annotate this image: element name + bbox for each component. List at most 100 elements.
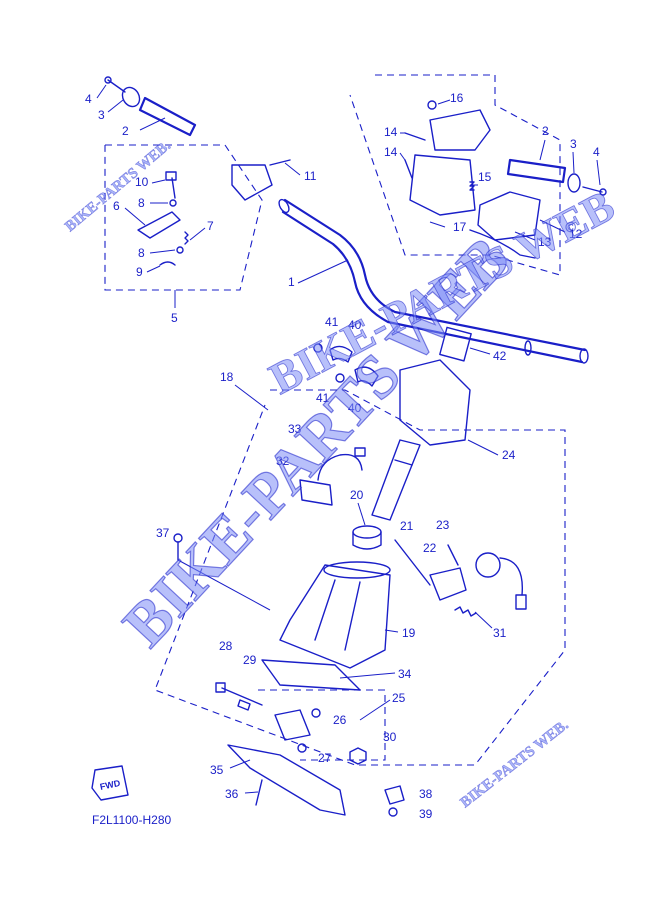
screw-11 bbox=[269, 159, 291, 166]
spring-7 bbox=[184, 231, 189, 245]
callout-26: 26 bbox=[333, 713, 347, 727]
callout-30: 30 bbox=[383, 730, 397, 744]
callout-19: 19 bbox=[402, 626, 416, 640]
leader-12 bbox=[539, 219, 566, 233]
gasket-34 bbox=[261, 659, 361, 691]
callout-28: 28 bbox=[219, 639, 233, 653]
callout-14-upper: 14 bbox=[384, 125, 398, 139]
bolt-head-10 bbox=[165, 171, 177, 181]
callout-6: 6 bbox=[113, 199, 120, 213]
cover-13 bbox=[477, 191, 541, 241]
leader-35 bbox=[229, 759, 251, 769]
housing-top bbox=[323, 561, 391, 579]
fwd-label: FWD bbox=[99, 778, 122, 792]
bolt-41-lower bbox=[335, 373, 345, 383]
bolt-14-upper bbox=[404, 132, 426, 141]
washer-8-top bbox=[169, 199, 177, 207]
callout-4-right: 4 bbox=[593, 145, 600, 159]
bolt-28 bbox=[221, 687, 263, 706]
leader-13 bbox=[514, 231, 536, 241]
leader-16 bbox=[437, 99, 451, 105]
callout-23: 23 bbox=[436, 518, 450, 532]
leader-37 bbox=[177, 559, 271, 611]
grip-end-3-right bbox=[567, 173, 581, 193]
handlebar-upper-edge bbox=[283, 198, 587, 352]
group-outlines bbox=[104, 74, 566, 766]
sensor-31-assembly bbox=[394, 539, 527, 617]
screw-23 bbox=[447, 544, 459, 566]
sensor-31-wire bbox=[499, 557, 524, 596]
callout-21: 21 bbox=[400, 519, 414, 533]
nut-26 bbox=[311, 708, 321, 718]
callout-15: 15 bbox=[478, 170, 492, 184]
group-outline-12 bbox=[349, 74, 561, 276]
leader-36 bbox=[244, 791, 259, 794]
callout-2-left: 2 bbox=[122, 124, 129, 138]
lever-6 bbox=[137, 211, 181, 239]
copyright-symbol-icon: © bbox=[565, 220, 576, 236]
leader-4-right bbox=[596, 159, 601, 186]
clip-38 bbox=[384, 785, 405, 805]
housing-rib-2 bbox=[344, 581, 361, 651]
callouts: 1 2 2 3 3 4 4 5 6 7 8 8 9 10 11 12 13 14… bbox=[85, 91, 600, 821]
bolt-head-28 bbox=[215, 682, 226, 693]
steering-column-detail bbox=[394, 459, 413, 466]
leader-2-left bbox=[139, 117, 166, 131]
callout-36: 36 bbox=[225, 787, 239, 801]
callout-39: 39 bbox=[419, 807, 433, 821]
callout-22: 22 bbox=[423, 541, 437, 555]
steering-head bbox=[399, 359, 471, 446]
handlebar-collar bbox=[524, 340, 532, 356]
callout-14-lower: 14 bbox=[384, 145, 398, 159]
fwd-arrow-icon: FWD bbox=[91, 765, 129, 801]
callout-29: 29 bbox=[243, 653, 257, 667]
watermarks: BIKE-PARTS WEB BIKE-PARTS WEB. BIKE-PART… bbox=[62, 137, 623, 811]
bolt-4-right bbox=[582, 186, 603, 193]
callout-3-right: 3 bbox=[570, 137, 577, 151]
diagram-code: F2L1100-H280 bbox=[92, 813, 171, 827]
leader-11 bbox=[284, 162, 301, 176]
screw-39 bbox=[388, 807, 398, 817]
left-lever-assembly bbox=[137, 159, 291, 266]
leader-31 bbox=[474, 611, 493, 629]
clip-9 bbox=[159, 261, 176, 266]
left-grip-assembly bbox=[104, 76, 197, 137]
wire-33 bbox=[317, 453, 363, 481]
callout-25: 25 bbox=[392, 691, 406, 705]
clamp-assembly bbox=[313, 326, 472, 387]
callout-17: 17 bbox=[453, 220, 467, 234]
housing-rib-1 bbox=[314, 579, 336, 641]
callout-34: 34 bbox=[398, 667, 412, 681]
callout-8-top: 8 bbox=[138, 196, 145, 210]
housing-body bbox=[279, 564, 391, 669]
steering-column bbox=[371, 439, 421, 521]
callout-41-upper: 41 bbox=[325, 315, 339, 329]
callout-11: 11 bbox=[304, 169, 317, 183]
callout-42: 42 bbox=[493, 349, 507, 363]
spring-15 bbox=[469, 181, 475, 191]
leader-42 bbox=[469, 347, 491, 355]
bolt-41-upper bbox=[313, 343, 323, 353]
callout-8-bottom: 8 bbox=[138, 246, 145, 260]
callout-20: 20 bbox=[350, 488, 364, 502]
housing-19 bbox=[279, 561, 391, 669]
callout-7: 7 bbox=[207, 219, 214, 233]
callout-2-right: 2 bbox=[542, 124, 549, 138]
pin-21 bbox=[394, 539, 431, 586]
callout-4-left: 4 bbox=[85, 92, 92, 106]
callout-37: 37 bbox=[156, 526, 170, 540]
washer-8-bottom bbox=[176, 246, 184, 254]
link-arm bbox=[274, 709, 311, 741]
callout-13: 13 bbox=[538, 235, 552, 249]
callout-40-upper: 40 bbox=[348, 318, 362, 332]
leader-8-bottom bbox=[149, 249, 176, 254]
watermark-bottom-right: BIKE-PARTS WEB. bbox=[458, 717, 572, 811]
lower-linkage bbox=[215, 682, 367, 765]
leader-3-left bbox=[107, 99, 124, 113]
leader-lines bbox=[96, 84, 601, 794]
grip-2-right bbox=[506, 158, 567, 184]
leader-24 bbox=[467, 439, 499, 456]
bracket-22 bbox=[429, 567, 467, 601]
